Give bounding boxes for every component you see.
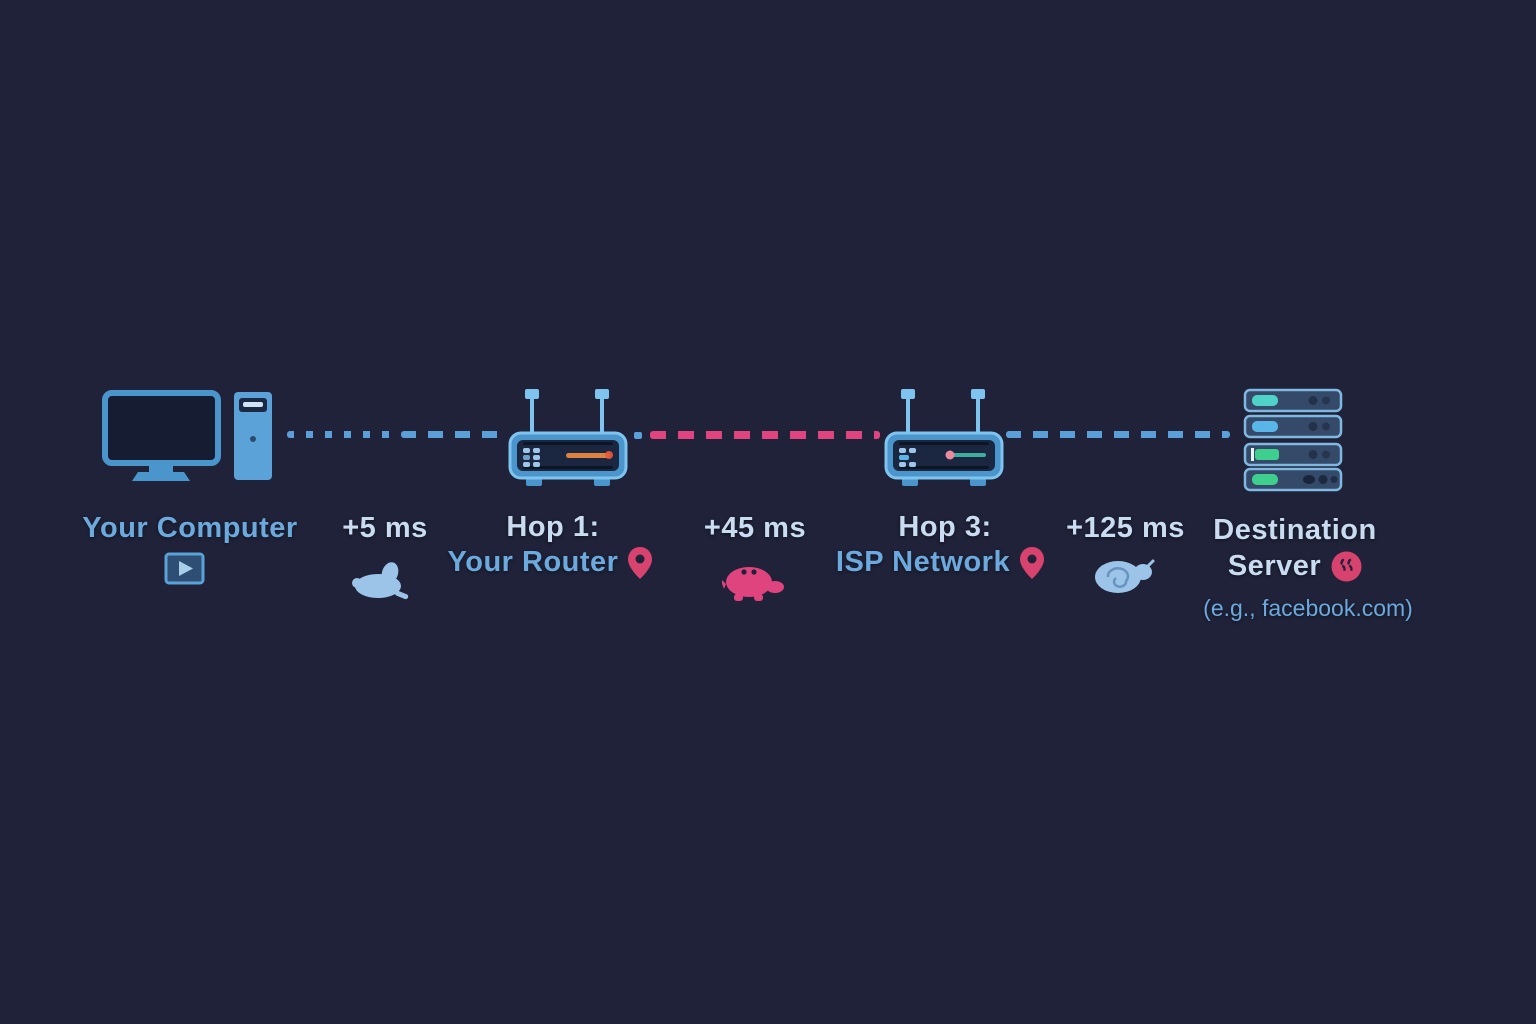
node-label-server: Server <box>1227 550 1322 582</box>
router-icon <box>884 389 1004 486</box>
node-title-destination: Destination <box>1213 514 1377 546</box>
node-label-your-computer: Your Computer <box>82 512 298 544</box>
location-pin-icon <box>628 546 653 579</box>
node-sublabel-row-hop1: Your Router <box>430 546 670 579</box>
rabbit-icon <box>352 562 409 600</box>
node-sublabel-row-hop3: ISP Network <box>810 546 1070 579</box>
link-line-isp-server <box>1006 431 1230 438</box>
link-line-router-isp-lead-dot <box>634 432 642 439</box>
latency-label-destination: +125 ms <box>1066 512 1185 544</box>
link-line-computer-router-dashes <box>401 431 505 438</box>
router-icon <box>508 389 628 486</box>
node-title-hop3: Hop 3: <box>898 511 992 543</box>
node-title-hop1: Hop 1: <box>506 511 600 543</box>
snail-icon <box>1095 559 1155 593</box>
desktop-computer-icon <box>102 390 272 481</box>
node-sublabel-row-destination: Server <box>1200 550 1390 583</box>
link-line-computer-router <box>287 431 399 438</box>
node-label-isp-network: ISP Network <box>835 546 1011 578</box>
turtle-icon <box>722 567 784 601</box>
node-label-your-router: Your Router <box>447 546 619 578</box>
latency-label-hop1: +5 ms <box>342 512 428 544</box>
link-line-router-isp <box>650 431 880 439</box>
server-rack-icon <box>1243 388 1343 492</box>
speed-badge-icon <box>1331 551 1362 582</box>
node-caption-destination: (e.g., facebook.com) <box>1203 595 1413 621</box>
location-pin-icon <box>1020 546 1045 579</box>
latency-label-hop3: +45 ms <box>703 512 807 544</box>
play-button-icon[interactable] <box>164 552 205 585</box>
